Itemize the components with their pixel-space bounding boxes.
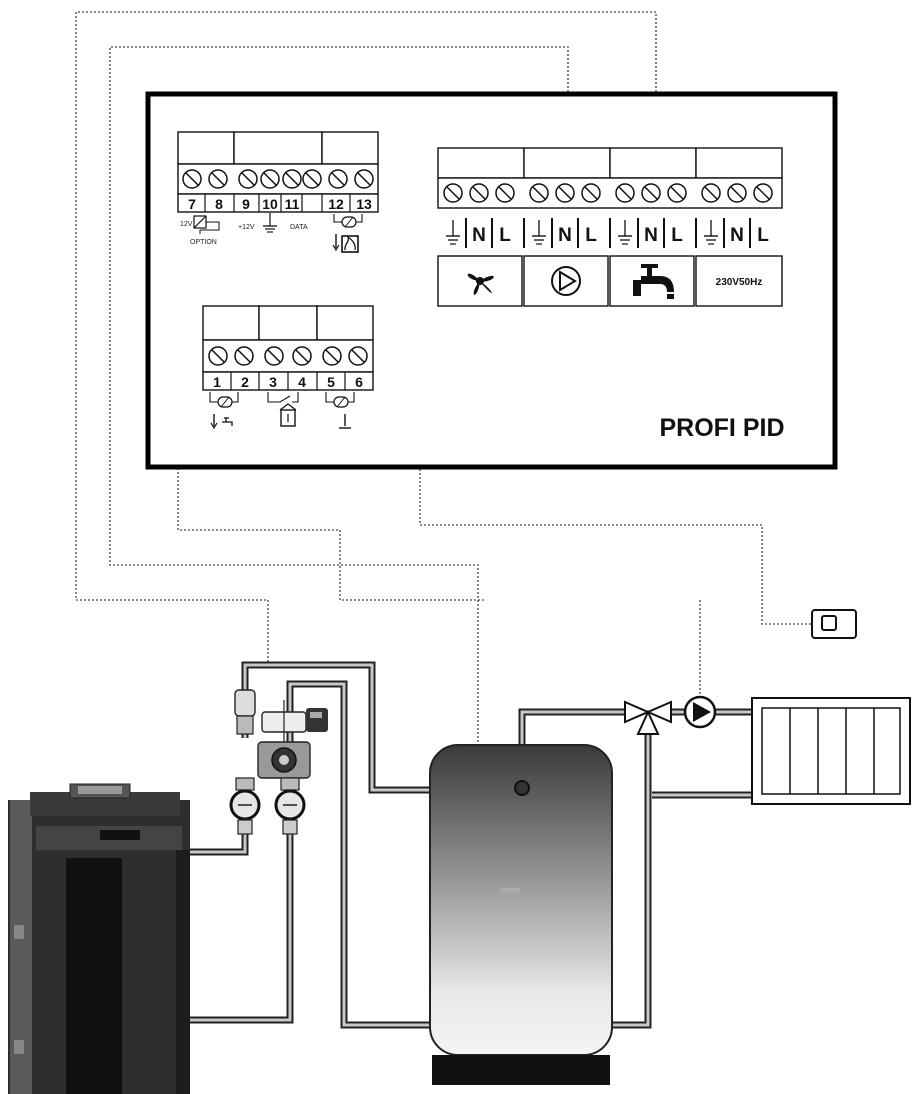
ground-icon [263,213,277,233]
terminal-block-sensors: 1 2 3 4 5 6 [202,305,374,430]
terminal-number: 9 [242,196,250,212]
n-label: N [472,225,486,246]
terminal-number: 2 [241,374,249,390]
gauge-right-icon [274,777,306,835]
circulation-pump-icon [257,741,311,779]
boiler-icon [8,783,190,1094]
terminal-block-top-left: 7 8 9 10 11 12 13 12V OPTION +12V DATA [177,131,379,253]
terminal-number: 1 [213,374,221,390]
terminal-block-power: N L N L [437,147,783,307]
gauge-left-icon [229,777,261,835]
room-thermostat-icon [267,392,299,427]
terminal-number: 13 [356,196,372,212]
l-label: L [671,225,683,246]
fan-icon [467,273,494,295]
three-way-valve-icon [624,700,672,735]
ground-icon [532,220,546,245]
valve-icon [234,689,256,735]
n-label: N [558,225,572,246]
ground-icon [446,220,460,245]
pump-icon [551,266,581,296]
dhw-sensor-icon [209,392,239,430]
label-12v: 12V [180,221,193,228]
label-option: OPTION [190,239,217,246]
terminal-number: 10 [262,196,278,212]
screw-row-top-left [182,169,374,189]
terminal-number: 5 [327,374,335,390]
label-plus-12v: +12V [238,224,255,231]
heating-pump-icon [683,695,717,729]
terminal-number: 8 [215,196,223,212]
terminal-number: 6 [355,374,363,390]
power-function-icons: 230V50Hz [437,255,783,307]
screw-row-power [443,183,773,203]
ground-icon [704,220,718,245]
n-label: N [730,225,744,246]
buffer-tank-icon [429,744,613,1085]
l-label: L [499,225,511,246]
terminal-number: 7 [188,196,196,212]
ground-icon [618,220,632,245]
screw-row-sensors [208,346,368,366]
nl-markings: N L N L [446,218,769,248]
terminal-number: 12 [328,196,344,212]
terminal-number: 3 [269,374,277,390]
terminal-number: 4 [298,374,306,390]
flue-sensor-icon [332,214,363,253]
controller-panel: PROFI PID 7 [145,91,838,470]
terminal-number: 11 [285,196,300,212]
boiler-sensor-icon [325,392,355,429]
l-label: L [757,225,769,246]
mixing-valve-icon [261,700,328,744]
voltage-label: 230V50Hz [716,277,763,288]
tap-icon [633,264,674,299]
n-label: N [644,225,658,246]
pump-group [229,689,328,835]
room-unit-icon [811,609,857,639]
label-data: DATA [290,224,308,231]
l-label: L [585,225,597,246]
radiator-icon [751,697,911,805]
panel-title: PROFI PID [659,414,784,442]
